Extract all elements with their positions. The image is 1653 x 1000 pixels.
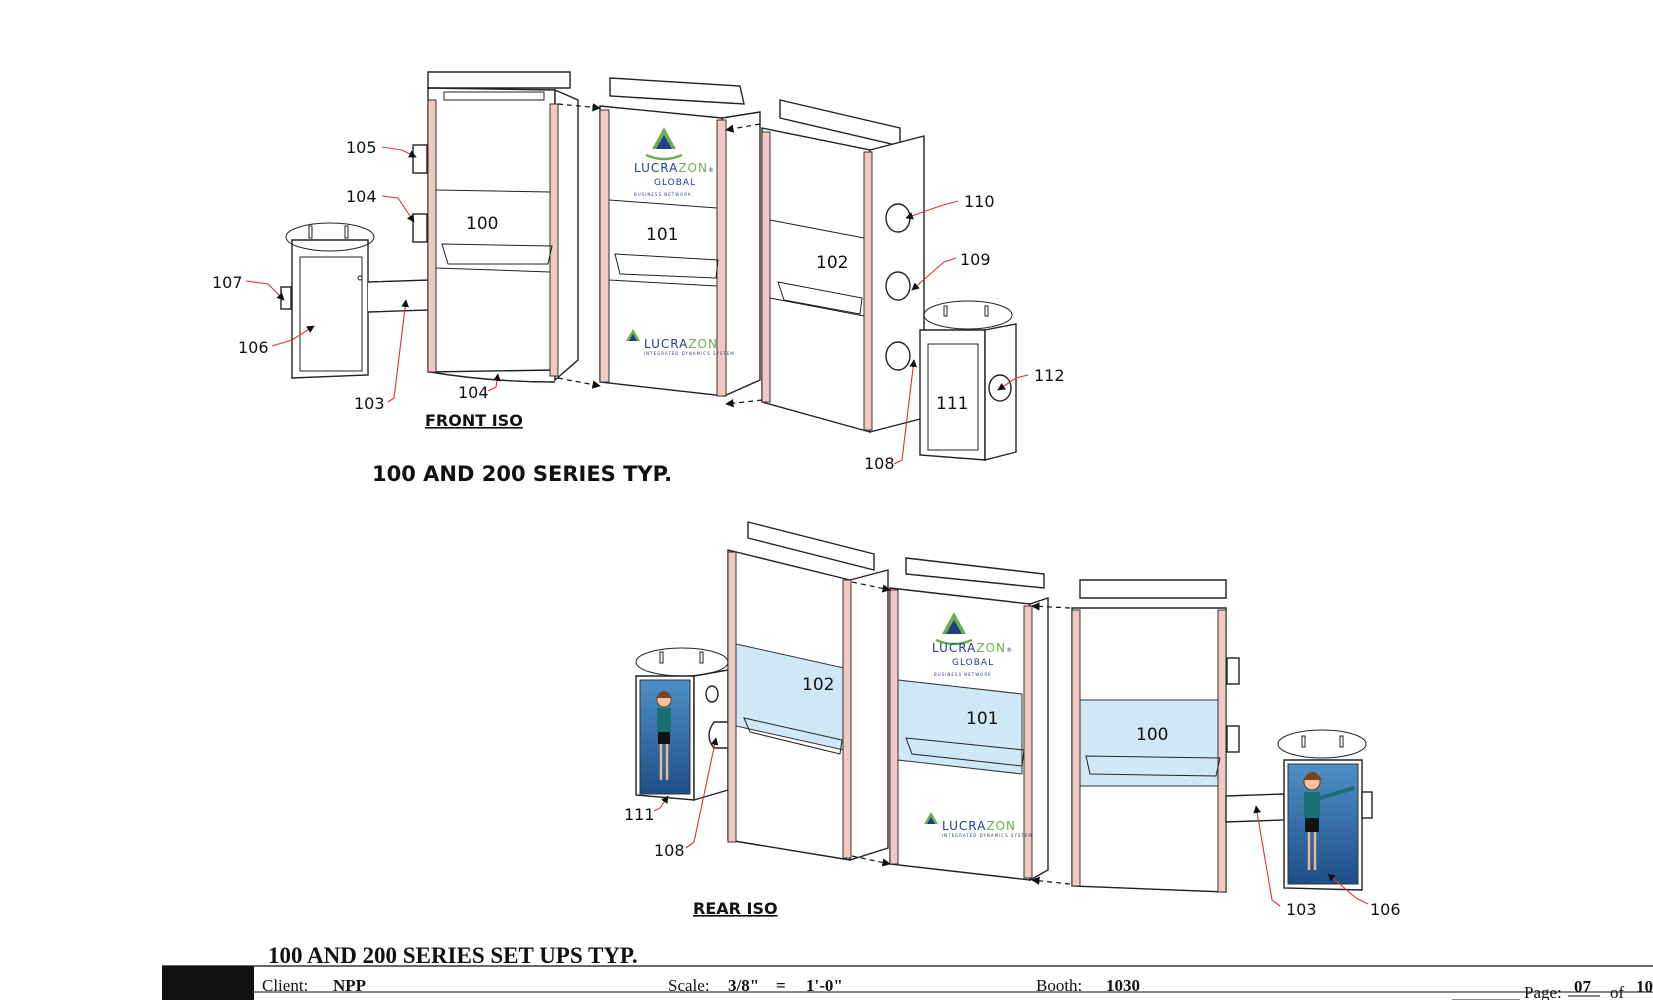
svg-text:LUCRAZON®: LUCRAZON® — [634, 161, 715, 175]
front-callout-112: 112 — [1034, 366, 1065, 385]
rear-panel-102: 102 — [802, 675, 834, 695]
module-100-rear — [1071, 579, 1240, 893]
rear-iso-title: REAR ISO — [693, 899, 778, 918]
scale-equals: = — [776, 976, 786, 995]
front-panel-111: 111 — [936, 394, 968, 414]
client-label: Client: — [262, 976, 308, 995]
character-figure — [1303, 772, 1355, 870]
logo-small-tagline: INTEGRATED DYNAMICS SYSTEM — [942, 833, 1033, 838]
rear-panel-100: 100 — [1136, 725, 1168, 745]
rear-callout-106: 106 — [1370, 900, 1401, 919]
logo-name-a: LUCRA — [644, 337, 688, 351]
front-logo-small: LUCRAZON INTEGRATED DYNAMICS SYSTEM — [644, 337, 735, 356]
logo-sub: GLOBAL — [952, 658, 994, 668]
front-callout-106: 106 — [238, 338, 269, 357]
front-callout-110: 110 — [964, 192, 995, 211]
rear-callout-103: 103 — [1286, 900, 1317, 919]
front-panel-100: 100 — [466, 214, 498, 234]
logo-name-b: ZON — [688, 337, 718, 351]
page-total: 10 — [1636, 977, 1653, 996]
kiosk-111-front — [919, 300, 1017, 461]
of-label: of — [1610, 983, 1625, 1000]
scale-label: Scale: — [668, 976, 710, 995]
scale-value-a: 3/8" — [728, 976, 759, 995]
logo-name-b: ZON — [986, 819, 1016, 833]
logo-name-a: LUCRA — [634, 161, 678, 175]
logo-small-tagline: INTEGRATED DYNAMICS SYSTEM — [644, 351, 735, 356]
page-label: Page: — [1524, 983, 1562, 1000]
logo-name-b: ZON — [976, 641, 1006, 655]
logo-name-b: ZON — [678, 161, 708, 175]
svg-text:LUCRAZON®: LUCRAZON® — [932, 641, 1013, 655]
front-panel-101: 101 — [646, 225, 678, 245]
logo-reg: ® — [708, 167, 715, 174]
client-value: NPP — [333, 976, 366, 995]
rear-panel-101: 101 — [966, 709, 998, 729]
front-logo-large: LUCRAZON® GLOBAL BUSINESS NETWORK — [634, 161, 715, 197]
front-iso-title: FRONT ISO — [425, 411, 523, 430]
module-101-rear — [889, 557, 1049, 882]
svg-text:LUCRAZON: LUCRAZON — [942, 819, 1016, 833]
kiosk-106-front — [280, 222, 431, 379]
front-heading: 100 AND 200 SERIES TYP. — [372, 462, 672, 486]
front-callout-107: 107 — [212, 273, 243, 292]
svg-text:LUCRAZON: LUCRAZON — [644, 337, 718, 351]
rear-callout-108: 108 — [654, 841, 685, 860]
logo-name-a: LUCRA — [942, 819, 986, 833]
module-102-rear — [727, 521, 889, 861]
scale-value-b: 1'-0" — [806, 976, 843, 995]
front-callout-109: 109 — [960, 250, 991, 269]
rear-callout-111: 111 — [624, 805, 655, 824]
rear-logo-small: LUCRAZON INTEGRATED DYNAMICS SYSTEM — [942, 819, 1033, 838]
booth-label: Booth: — [1036, 976, 1082, 995]
logo-sub: GLOBAL — [654, 178, 696, 188]
front-callout-105: 105 — [346, 138, 377, 157]
front-callout-108: 108 — [864, 454, 895, 473]
kiosk-111-rear — [635, 647, 729, 801]
booth-value: 1030 — [1106, 976, 1140, 995]
logo-tagline: BUSINESS NETWORK — [934, 672, 992, 677]
front-callout-104-upper: 104 — [346, 187, 377, 206]
front-iso-view: 105 104 107 106 103 104 110 109 112 108 … — [212, 71, 1065, 473]
logo-name-a: LUCRA — [932, 641, 976, 655]
title-block: Client: NPP Scale: 3/8" = 1'-0" Booth: 1… — [162, 965, 1653, 1000]
front-callout-104-lower: 104 — [458, 383, 489, 402]
front-panel-102: 102 — [816, 253, 848, 273]
logo-tagline: BUSINESS NETWORK — [634, 192, 692, 197]
character-figure — [656, 691, 672, 780]
bottom-heading: 100 AND 200 SERIES SET UPS TYP. — [268, 943, 638, 968]
front-callout-103: 103 — [354, 394, 385, 413]
page-value: 07 — [1574, 977, 1592, 996]
rear-logo-large: LUCRAZON® GLOBAL BUSINESS NETWORK — [932, 641, 1013, 677]
rear-iso-view: 111 108 103 106 102 101 100 LUCRAZON® GL… — [624, 521, 1401, 919]
module-101-front — [599, 77, 761, 398]
logo-reg: ® — [1006, 647, 1013, 654]
kiosk-106-rear — [1225, 729, 1373, 891]
module-100-front — [412, 71, 579, 383]
